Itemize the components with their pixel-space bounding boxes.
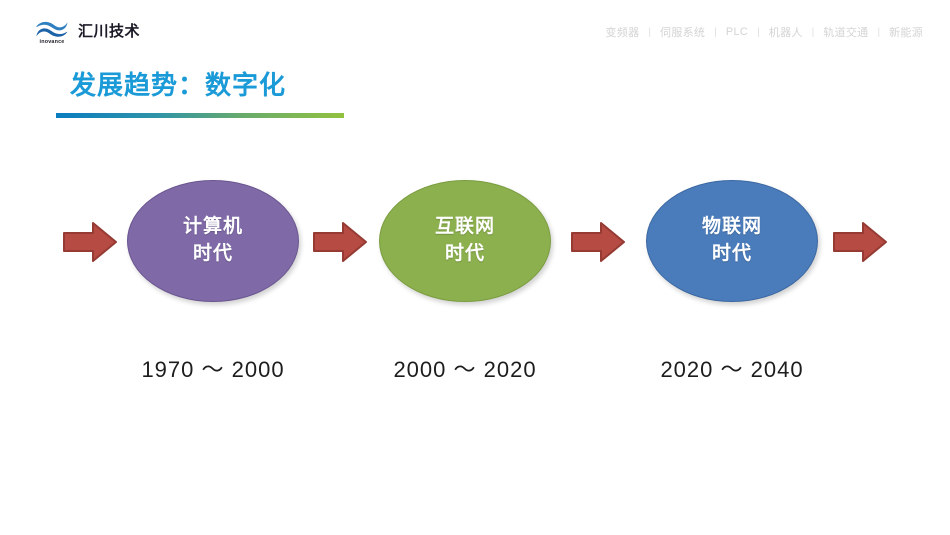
stage-period-label: 2020 ～ 2040 [660,357,804,382]
stage-node-computer-era: 计算机 时代 1970 ～ 2000 [127,180,299,382]
nav-item-inverter[interactable]: 变频器 [605,27,640,39]
right-arrow-icon [570,220,626,264]
svg-text:inovance: inovance [40,39,65,44]
stage-label-line1: 物联网 [701,216,762,238]
title-block: 发展趋势：数字化 [56,70,344,119]
stage-node-internet-era: 互联网 时代 2000 ～ 2020 [379,180,551,382]
brand-name: 汇川技术 [78,22,141,40]
nav-separator: | [648,26,652,38]
right-arrow-icon [832,220,888,264]
stage-label-line2: 时代 [711,243,752,264]
stage-ellipse: 计算机 时代 [127,180,299,302]
nav-separator: | [757,26,760,38]
nav-item-rail-transit[interactable]: 轨道交通 [823,27,869,39]
stage-label-line1: 互联网 [434,216,495,238]
nav-item-robot[interactable]: 机器人 [768,27,803,39]
stage-ellipse: 互联网 时代 [379,180,551,302]
slide-header: inovance 汇川技术 变频器 | 伺服系统 | PLC | 机器人 | 轨… [0,0,950,54]
top-navigation[interactable]: 变频器 | 伺服系统 | PLC | 机器人 | 轨道交通 | 新能源 [597,24,932,40]
stage-label-line2: 时代 [192,243,233,264]
stage-label-line1: 计算机 [182,216,243,238]
nav-separator: | [811,26,815,38]
stage-period-label: 1970 ～ 2000 [141,357,285,382]
stage-label-line2: 时代 [444,243,485,264]
brand-logo: inovance 汇川技术 [33,16,140,44]
nav-separator: | [877,26,881,38]
right-arrow-icon [312,220,368,264]
nav-item-servo-system[interactable]: 伺服系统 [660,27,706,39]
stage-node-iot-era: 物联网 时代 2020 ～ 2040 [646,180,818,382]
nav-item-plc[interactable]: PLC [725,26,749,38]
evolution-flow-diagram: 计算机 时代 1970 ～ 2000 互联网 时代 2000 ～ 2020 [0,180,950,410]
title-underline-rule [56,113,344,119]
right-arrow-icon [62,220,118,264]
inovance-wave-logo-icon: inovance [33,16,71,44]
page-title: 发展趋势：数字化 [70,70,287,100]
nav-item-new-energy[interactable]: 新能源 [889,27,923,39]
nav-separator: | [714,26,717,38]
stage-ellipse: 物联网 时代 [646,180,818,302]
stage-period-label: 2000 ～ 2020 [393,357,537,382]
